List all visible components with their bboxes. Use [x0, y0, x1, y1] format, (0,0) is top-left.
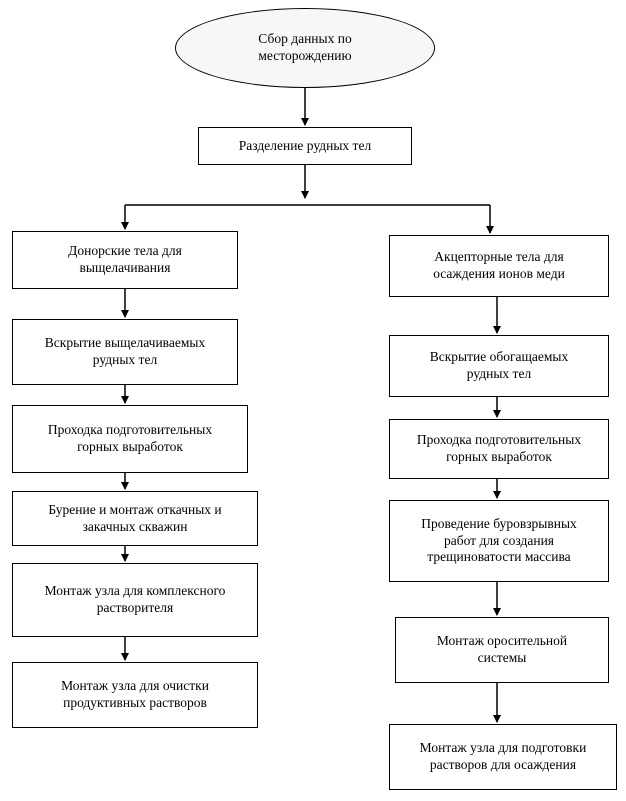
node-text-line: Монтаж узла для комплексного — [44, 583, 226, 599]
node-text-line: Вскрытие обогащаемых — [429, 349, 569, 365]
node-text-line: Монтаж оросительной — [436, 633, 568, 649]
start-node-collect-data: Сбор данных по месторождению — [175, 8, 435, 88]
node-text-line: горных выработок — [77, 439, 183, 454]
node-text-line: растворителя — [96, 600, 174, 615]
node-text-line: Монтаж узла для подготовки — [419, 740, 587, 756]
node-right-blasting-works: Проведение буровзрывных работ для создан… — [389, 500, 609, 582]
node-text-line: Донорские тела для — [68, 243, 182, 259]
node-right-prep-workings: Проходка подготовительных горных выработ… — [389, 419, 609, 479]
node-right-open-enriched: Вскрытие обогащаемых рудных тел — [389, 335, 609, 397]
node-text-line: Вскрытие выщелачиваемых — [44, 335, 206, 351]
node-text-line: рудных тел — [466, 366, 532, 381]
node-text-line: горных выработок — [446, 449, 552, 464]
node-text-line: системы — [477, 650, 527, 665]
node-split-ore-bodies: Разделение рудных тел — [198, 127, 412, 165]
node-text-line: выщелачивания — [79, 260, 171, 275]
node-text-line: растворов для осаждения — [429, 757, 577, 772]
node-left-solvent-unit: Монтаж узла для комплексного растворител… — [12, 563, 258, 637]
node-text-line: Проведение буровзрывных — [421, 515, 577, 531]
node-right-acceptor-bodies: Акцепторные тела для осаждения ионов мед… — [389, 235, 609, 297]
node-text-line: Акцепторные тела для — [434, 249, 564, 265]
node-text-line: трещиноватости массива — [427, 549, 571, 565]
node-left-purification-unit: Монтаж узла для очистки продуктивных рас… — [12, 662, 258, 728]
node-text-line: работ для создания — [444, 532, 554, 548]
node-text-line: месторождению — [258, 48, 352, 63]
node-text-line: осаждения ионов меди — [433, 266, 565, 281]
node-right-irrigation-system: Монтаж оросительной системы — [395, 617, 609, 683]
node-text-line: Монтаж узла для очистки — [61, 678, 209, 694]
node-text-line: закачных скважин — [82, 518, 188, 534]
node-left-donor-bodies: Донорские тела для выщелачивания — [12, 231, 238, 289]
node-text-line: Разделение рудных тел — [238, 137, 372, 153]
node-text-line: продуктивных растворов — [63, 695, 207, 710]
node-text-line: Проходка подготовительных — [416, 432, 582, 448]
node-text-line: Бурение и монтаж откачных и — [48, 501, 222, 517]
node-left-prep-workings: Проходка подготовительных горных выработ… — [12, 405, 248, 473]
node-right-precipitation-unit: Монтаж узла для подготовки растворов для… — [389, 724, 617, 790]
node-text-line: Сбор данных по — [258, 31, 352, 47]
node-text-line: Проходка подготовительных — [47, 422, 213, 438]
node-text-line: рудных тел — [92, 352, 158, 367]
node-left-open-leached: Вскрытие выщелачиваемых рудных тел — [12, 319, 238, 385]
node-left-drilling-wells: Бурение и монтаж откачных и закачных скв… — [12, 491, 258, 546]
